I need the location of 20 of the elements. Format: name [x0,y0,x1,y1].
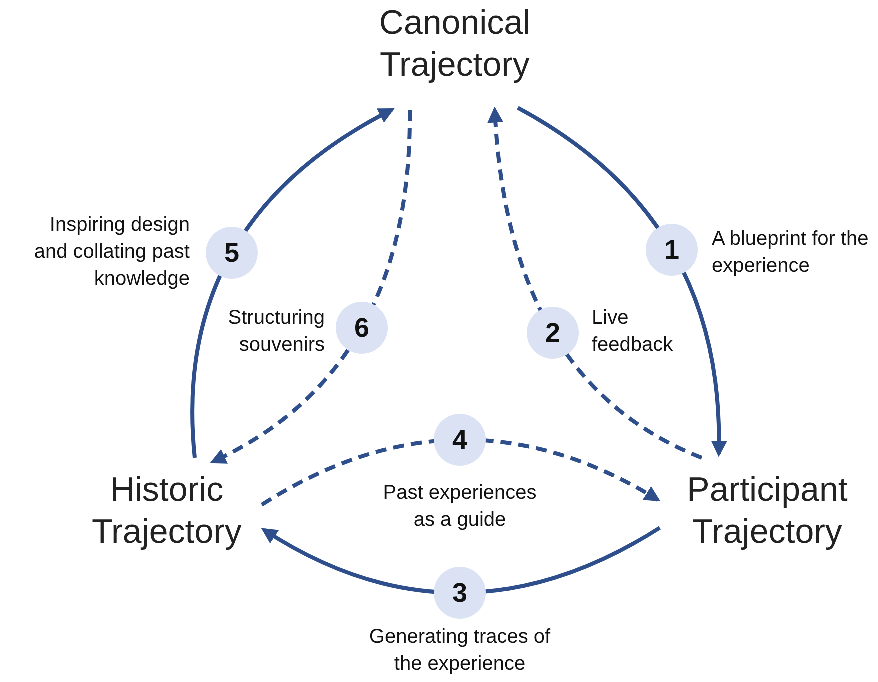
description-text: Structuring souvenirs [227,306,325,358]
number-badge: 5 [206,227,258,279]
description-text: Inspiring design and collating past knowledge [33,213,190,292]
number-badge: 1 [646,224,698,276]
description-text: Past experiences as a guide [382,481,538,533]
number-badge: 4 [434,414,486,466]
arrow [517,106,727,458]
number-badge: 6 [336,302,388,354]
number-badge: 3 [434,567,486,619]
node-label: Historic Trajectory [91,470,243,553]
description-text: Generating traces of the experience [368,625,552,677]
dashed-arrow [210,110,412,464]
dashed-arrow [488,106,703,460]
arrow [190,108,395,458]
dashed-arrow [260,438,661,507]
description-text: Live feedback [592,306,674,358]
node-label: Canonical Trajectory [378,3,532,86]
number-badge: 2 [527,307,579,359]
description-text: A blueprint for the experience [712,227,870,279]
node-label: Participant Trajectory [686,470,849,553]
